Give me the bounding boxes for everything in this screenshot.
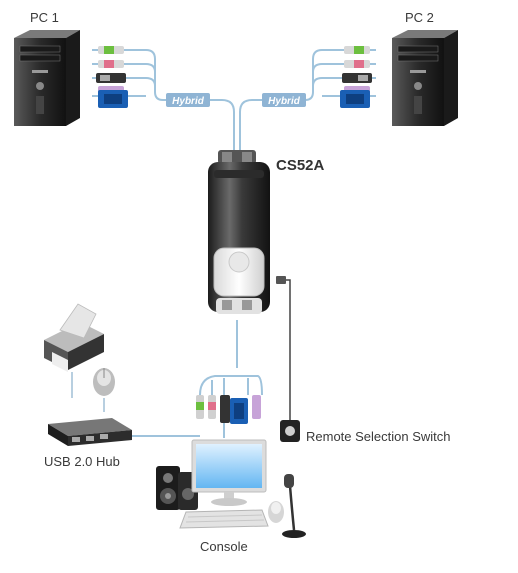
hybrid-tag-left: Hybrid <box>166 93 210 107</box>
speakers-icon <box>156 466 198 510</box>
pc1-label: PC 1 <box>30 10 59 25</box>
monitor-icon <box>191 439 267 506</box>
microphone-icon <box>282 474 306 538</box>
audio-plug-green <box>98 46 124 54</box>
kvm-switch-icon <box>208 150 270 314</box>
hybrid-tag-right-label: Hybrid <box>268 96 301 107</box>
peripheral-links <box>71 372 105 412</box>
console-mouse-icon <box>268 501 284 523</box>
hybrid-tag-right: Hybrid <box>262 93 306 107</box>
pc2-label: PC 2 <box>405 10 434 25</box>
audio-plug-pink <box>344 60 370 68</box>
vga-plug <box>98 90 128 108</box>
remote-plug-icon <box>276 276 286 284</box>
hub-label: USB 2.0 Hub <box>44 454 120 469</box>
audio-plug-green <box>196 395 204 419</box>
audio-plug-green <box>344 46 370 54</box>
pc1-tower-icon <box>14 30 80 126</box>
pc2-tower-icon <box>392 30 458 126</box>
console-label: Console <box>200 539 248 554</box>
printer-icon <box>44 303 104 372</box>
console-connectors <box>196 395 261 424</box>
audio-plug-pink <box>98 60 124 68</box>
keyboard-icon <box>179 509 269 529</box>
mouse-icon <box>93 368 115 396</box>
usb-plug <box>342 73 372 83</box>
vga-plug <box>340 90 370 108</box>
remote-switch-icon <box>280 420 300 442</box>
vga-plug <box>230 398 248 424</box>
usb-plug <box>220 395 230 423</box>
audio-plug-pink <box>208 395 216 419</box>
usb-hub-icon <box>48 418 132 446</box>
device-label: CS52A <box>276 157 325 174</box>
ps2-plug <box>252 395 261 419</box>
remote-label: Remote Selection Switch <box>306 429 451 444</box>
cables <box>92 49 376 438</box>
usb-plug <box>96 73 126 83</box>
pc1-connectors <box>96 46 128 108</box>
pc2-connectors <box>340 46 372 108</box>
hybrid-tag-left-label: Hybrid <box>172 96 205 107</box>
